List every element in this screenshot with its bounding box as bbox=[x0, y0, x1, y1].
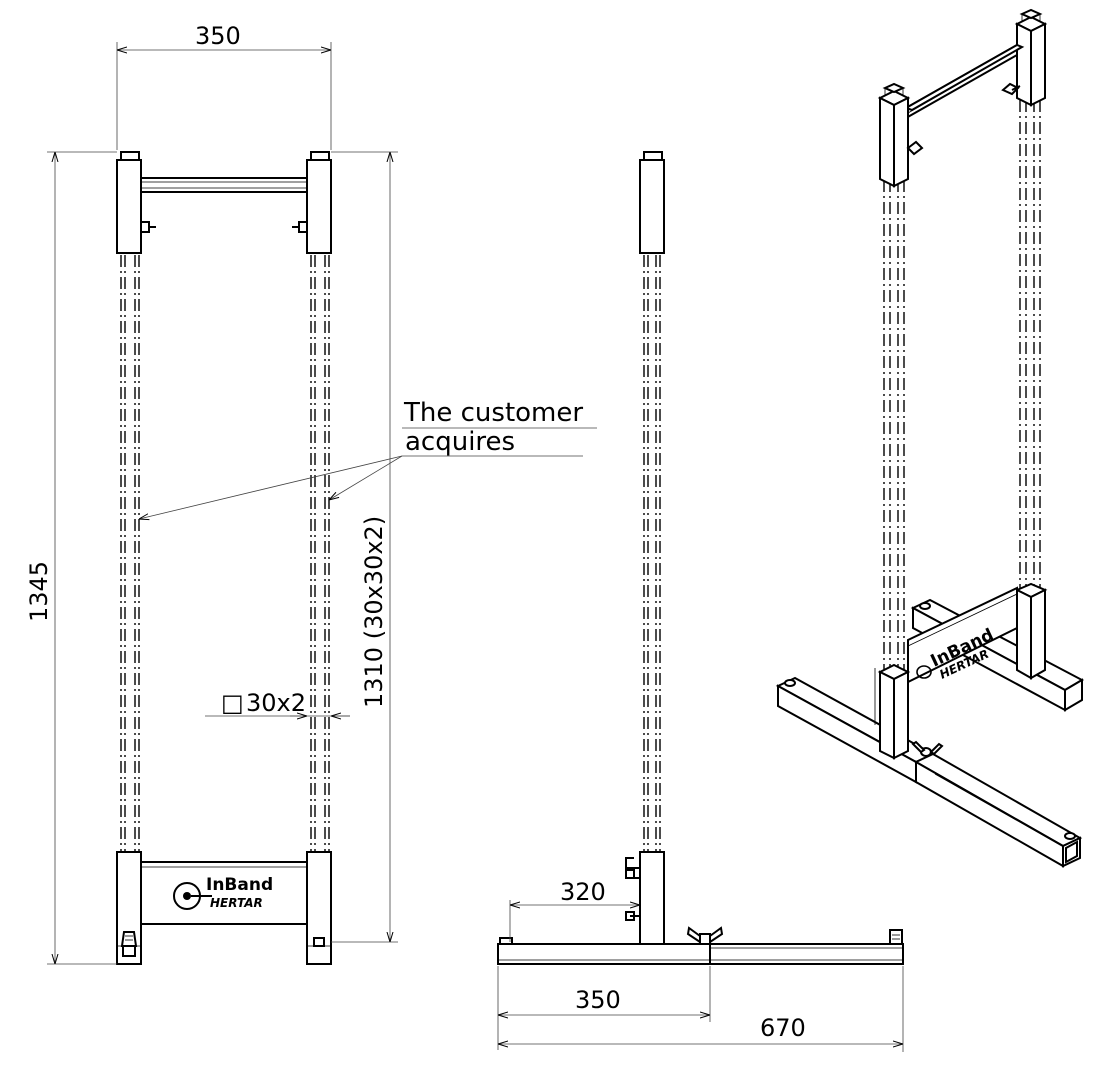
iso-front-top-sleeve bbox=[877, 82, 924, 188]
right-bottom-sleeve bbox=[306, 851, 332, 965]
right-top-sleeve bbox=[306, 159, 332, 254]
iso-front-extension bbox=[913, 752, 1083, 868]
dim-offset-label: 320 bbox=[560, 878, 606, 906]
dim-base-half-label: 350 bbox=[575, 986, 621, 1014]
iso-wing-nut-icon bbox=[911, 740, 944, 757]
isometric-view: InBand HERTAR bbox=[775, 8, 1085, 868]
iso-front-bottom-sleeve bbox=[874, 663, 911, 760]
side-end-bolt-right-icon bbox=[889, 929, 903, 945]
iso-front-base bbox=[775, 676, 936, 784]
logo-text: InBand bbox=[206, 875, 273, 895]
dim-overall-height: 1345 bbox=[25, 151, 117, 965]
iso-rear-post bbox=[1019, 100, 1041, 590]
side-base-bar bbox=[497, 943, 711, 965]
logo-subtext: HERTAR bbox=[210, 896, 263, 910]
side-top-sleeve bbox=[639, 159, 665, 254]
customer-note: The customer acquires bbox=[139, 398, 597, 519]
side-bottom-sleeve bbox=[639, 851, 665, 945]
side-view: 320 350 670 bbox=[497, 151, 904, 1052]
note-line-2: acquires bbox=[405, 427, 515, 457]
left-foot-bolt-icon bbox=[120, 931, 138, 957]
iso-logo-circle-icon bbox=[916, 665, 932, 679]
right-foot-bolt-icon bbox=[313, 937, 325, 947]
side-post-hidden bbox=[643, 255, 661, 852]
iso-rear-sleeve bbox=[1014, 582, 1048, 680]
side-base-extension bbox=[709, 943, 904, 965]
iso-rear-top-sleeve bbox=[1014, 8, 1048, 107]
iso-top-crossbar bbox=[903, 43, 1025, 120]
dim-offset: 320 bbox=[509, 878, 640, 942]
top-crossbar bbox=[140, 177, 308, 193]
dim-base-length-label: 670 bbox=[760, 1014, 806, 1042]
dim-tube-section: □ 30x2 bbox=[205, 689, 350, 717]
left-top-bolt-icon bbox=[140, 221, 156, 233]
dim-top-width: 350 bbox=[116, 22, 332, 150]
dim-overall-height-label: 1345 bbox=[25, 561, 53, 622]
side-end-bolt-left-icon bbox=[499, 937, 513, 945]
note-line-1: The customer bbox=[403, 398, 583, 428]
dim-tube-section-label: 30x2 bbox=[246, 689, 306, 717]
bottom-logo-plate bbox=[140, 861, 308, 925]
right-top-bolt-icon bbox=[292, 221, 308, 233]
tube-section-symbol-icon: □ bbox=[221, 689, 244, 717]
dim-base-length: 670 bbox=[498, 966, 904, 1052]
dim-post-height-label: 1310 (30x30x2) bbox=[360, 516, 388, 708]
dim-top-width-label: 350 bbox=[195, 22, 241, 50]
side-hook-bolt-icon bbox=[625, 857, 640, 921]
left-top-sleeve bbox=[116, 159, 142, 254]
front-view: InBand HERTAR 350 1345 bbox=[25, 22, 597, 965]
left-post-hidden bbox=[120, 255, 140, 852]
dim-post-height: 1310 (30x30x2) bbox=[331, 151, 398, 943]
right-post-hidden bbox=[310, 255, 330, 852]
dim-base-half: 350 bbox=[497, 966, 711, 1050]
iso-front-post bbox=[883, 180, 905, 672]
inband-logo: InBand HERTAR bbox=[173, 875, 273, 910]
wing-nut-icon bbox=[686, 926, 724, 945]
